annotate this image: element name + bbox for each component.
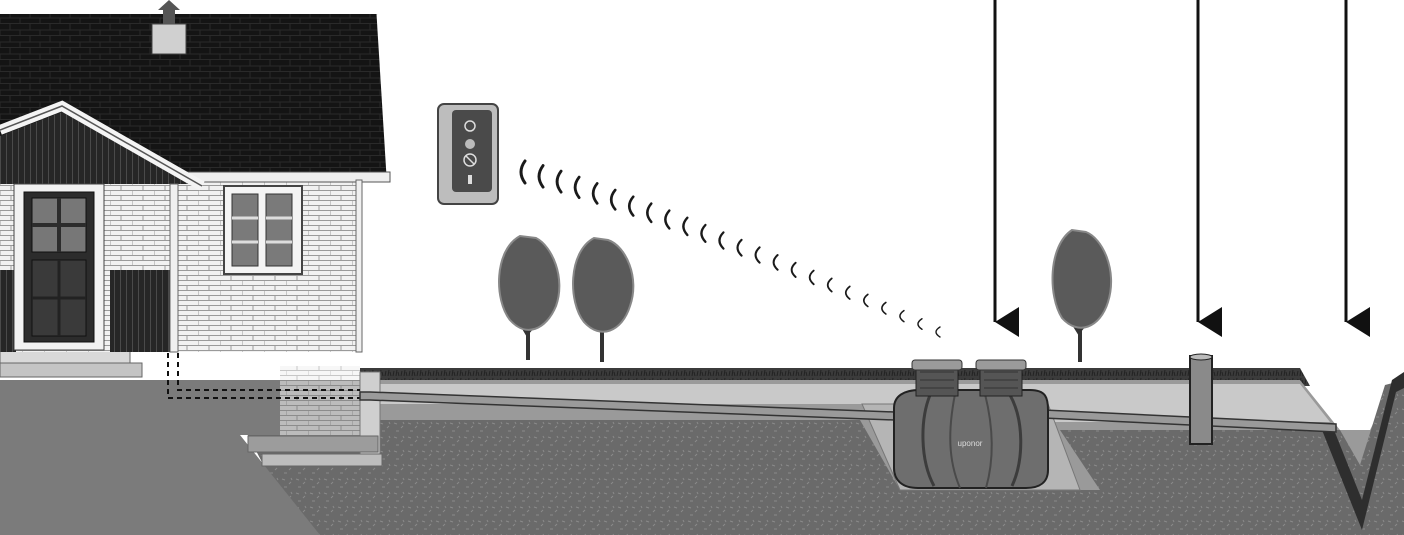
signal-arc: [756, 247, 760, 262]
indicator-arrows: [995, 0, 1346, 322]
signal-arc: [828, 278, 832, 291]
side-siding: [110, 270, 176, 352]
chimney: [152, 24, 186, 54]
tree: [499, 236, 559, 360]
front-door: [14, 184, 104, 350]
signal-arc: [846, 286, 850, 299]
signal-arc: [918, 319, 922, 330]
signal-arc: [810, 271, 814, 285]
signal-arc: [936, 327, 940, 337]
signal-arc: [539, 166, 543, 187]
tank-hatch: [976, 360, 1026, 396]
signal-arc: [738, 240, 742, 256]
signal-arc: [701, 225, 705, 242]
signal-arc: [557, 171, 561, 192]
signal-arc: [792, 263, 796, 277]
tree: [573, 238, 633, 362]
signal-arc: [774, 255, 778, 270]
house: [0, 0, 390, 352]
signal-arc: [900, 311, 904, 322]
sampling-well-icon: [1190, 354, 1212, 444]
signal-arc: [864, 294, 868, 306]
house-window: [224, 186, 302, 274]
signal-arc: [593, 183, 597, 203]
signal-arc: [719, 232, 723, 248]
signal-arc: [521, 161, 525, 183]
wireless-alarm-panel-icon: [438, 104, 498, 204]
tree: [1053, 230, 1112, 362]
signal-arc: [611, 190, 615, 209]
signal-arc: [882, 302, 886, 314]
signal-arc: [629, 197, 633, 216]
signal-arc: [665, 211, 669, 229]
signal-arc: [647, 204, 651, 222]
signal-arc: [683, 218, 687, 235]
signal-arc: [575, 177, 579, 197]
tank-brand-label: uponor: [958, 439, 983, 448]
tank-hatch: [912, 360, 962, 396]
